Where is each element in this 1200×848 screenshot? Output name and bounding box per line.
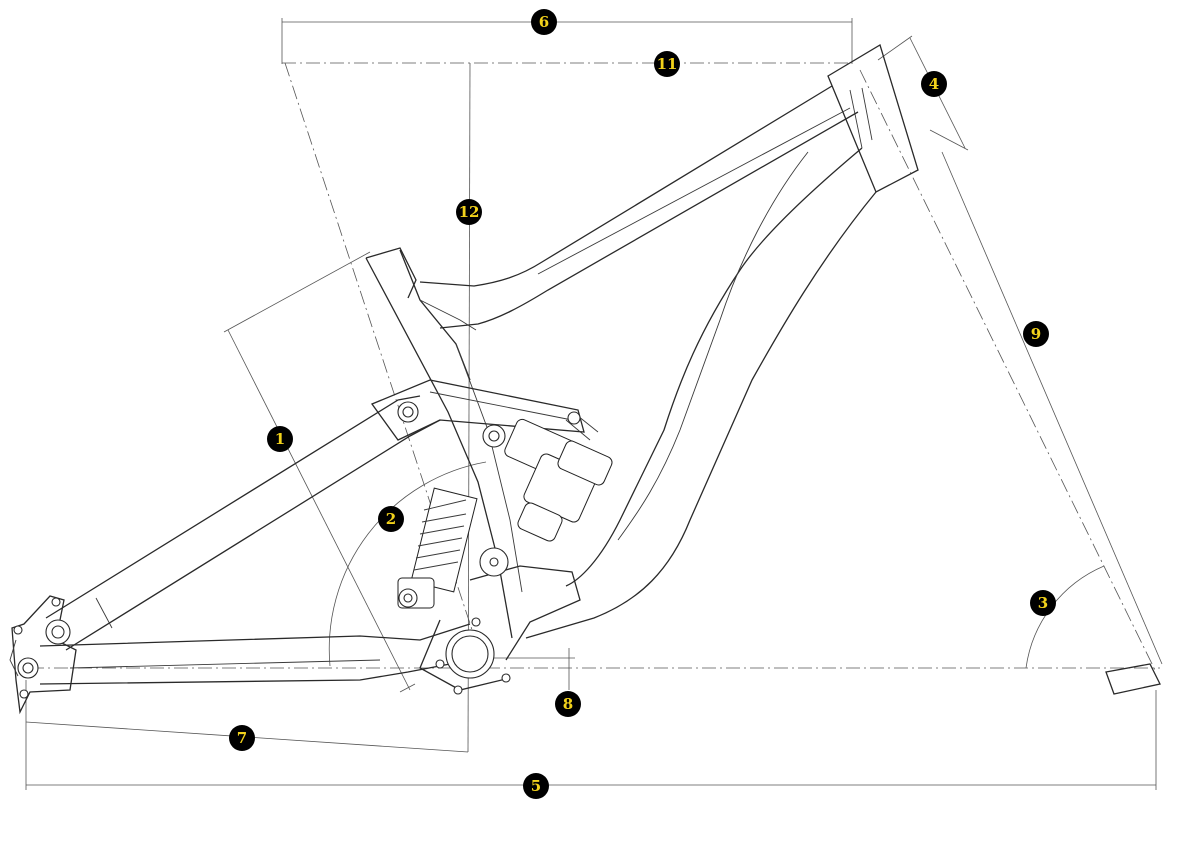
- callout-3-label: 3: [1038, 594, 1048, 612]
- rear-shock: [397, 415, 613, 609]
- callout-11: 11: [654, 51, 680, 77]
- callout-5-label: 5: [531, 777, 541, 795]
- callout-12: 12: [456, 199, 482, 225]
- callout-2-label: 2: [386, 510, 396, 528]
- callout-4-label: 4: [929, 75, 939, 93]
- callout-7: 7: [229, 725, 255, 751]
- callout-4: 4: [921, 71, 947, 97]
- callout-8: 8: [555, 691, 581, 717]
- callout-5: 5: [523, 773, 549, 799]
- callout-1: 1: [267, 426, 293, 452]
- callout-1-label: 1: [275, 430, 285, 448]
- callout-9-label: 9: [1031, 325, 1041, 343]
- callout-3: 3: [1030, 590, 1056, 616]
- callout-8-label: 8: [563, 695, 573, 713]
- callout-9: 9: [1023, 321, 1049, 347]
- callout-6: 6: [531, 9, 557, 35]
- pivot-points: [13, 401, 581, 699]
- callout-7-label: 7: [237, 729, 247, 747]
- frame-outline: [9, 44, 919, 715]
- callout-6-label: 6: [539, 13, 549, 31]
- callout-12-label: 12: [459, 203, 480, 221]
- callout-11-label: 11: [657, 55, 678, 73]
- dimension-lines: [25, 18, 1163, 790]
- callout-2: 2: [378, 506, 404, 532]
